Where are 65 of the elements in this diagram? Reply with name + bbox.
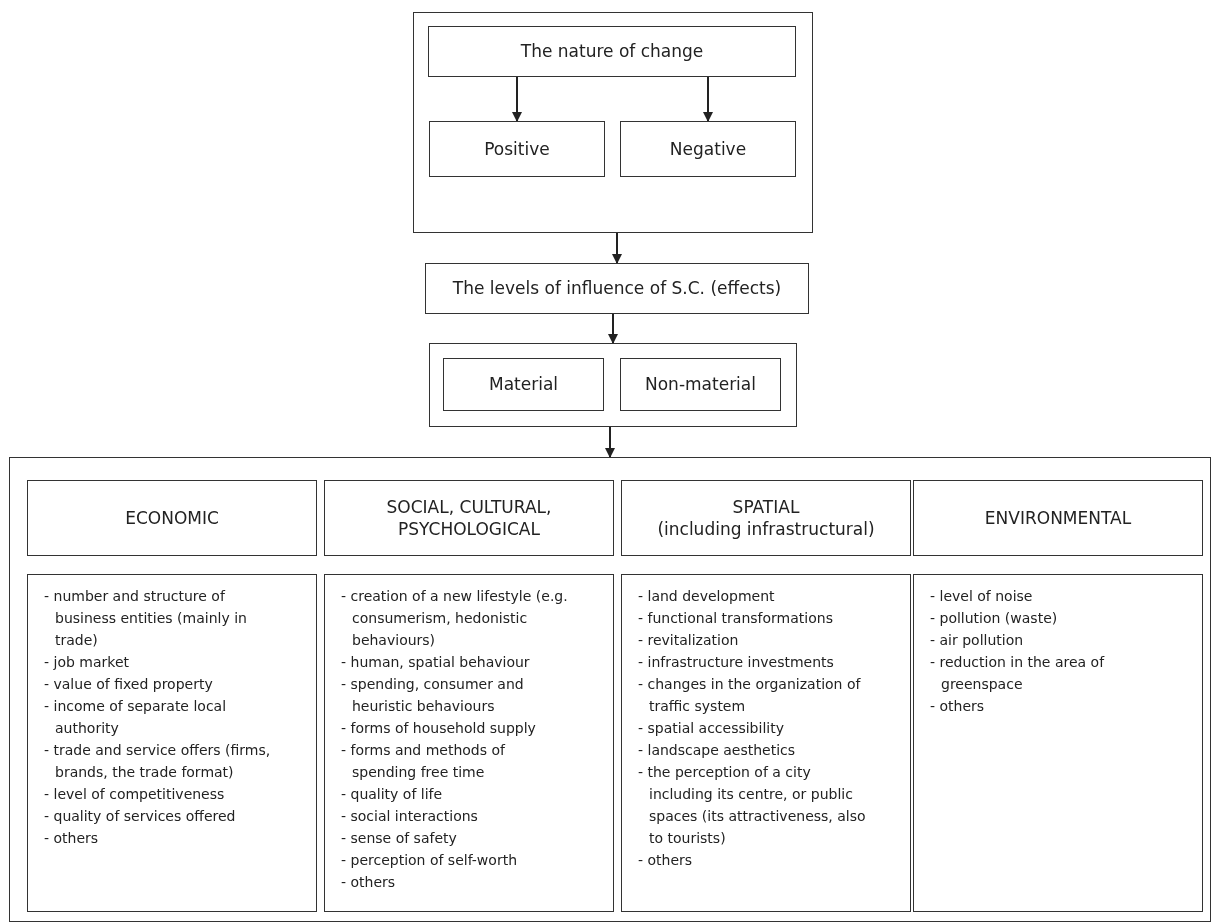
list-item: - spending, consumer and heuristic behaviours (341, 675, 525, 716)
box-label: Material (488, 373, 559, 396)
list-item: - land development (638, 587, 776, 606)
box-label: (including infrastructural) (657, 518, 875, 541)
arrow (512, 76, 522, 122)
category-box (621, 480, 911, 556)
list-item: - creation of a new lifestyle (e.g. consumerism, hedonistic behaviours) (341, 587, 569, 650)
arrow (605, 426, 615, 458)
list-item: - changes in the organization of traffic system (638, 675, 862, 716)
list-item: - revitalization (638, 631, 740, 650)
process-box (620, 121, 796, 177)
process-box (429, 121, 605, 177)
process-box (620, 358, 781, 411)
list-box (621, 574, 911, 912)
list-item: - landscape aesthetics (638, 741, 797, 760)
list-item: - spatial accessibility (638, 719, 785, 738)
process-box (428, 26, 796, 77)
category-box (27, 480, 317, 556)
box-label: ECONOMIC (125, 506, 219, 530)
list-item: - number and structure of business entities (mainly in trade) (44, 587, 248, 650)
process-box (443, 358, 604, 411)
list-item: - income of separate local authority (44, 697, 228, 738)
box-label: SOCIAL, CULTURAL, PSYCHOLOGICAL (385, 495, 553, 541)
box-label: Positive (484, 137, 550, 161)
group-frame (429, 343, 797, 427)
list-item: - quality of services offered (44, 807, 237, 826)
arrow (608, 313, 618, 344)
list-item: - level of noise (930, 587, 1034, 606)
list-box (913, 574, 1203, 912)
arrow (703, 76, 713, 122)
list-item: - job market (44, 653, 130, 672)
category-frame (9, 457, 1211, 922)
list-box (324, 574, 614, 912)
list-item: - pollution (waste) (930, 609, 1059, 628)
list-item: - forms and methods of spending free time (341, 741, 507, 782)
list-item: - quality of life (341, 785, 444, 804)
box-label: The nature of change (520, 40, 704, 63)
list-item: - level of competitiveness (44, 785, 226, 804)
list-item: - others (341, 873, 397, 892)
list-item: - infrastructure investments (638, 653, 835, 672)
list-item: - forms of household supply (341, 719, 537, 738)
list-item: - others (638, 851, 694, 870)
box-label: The levels of influence of S.C. (effects) (452, 277, 782, 300)
box-label: ENVIRONMENTAL (984, 506, 1132, 530)
arrow (612, 232, 622, 264)
list-item: - reduction in the area of greenspace (930, 653, 1106, 694)
list-box (27, 574, 317, 912)
list-item: - human, spatial behaviour (341, 653, 531, 672)
list-item: - others (44, 829, 100, 848)
list-item: - others (930, 697, 986, 716)
category-box (324, 480, 614, 556)
list-item: - trade and service offers (firms, brands, the trade format) (44, 741, 272, 782)
list-item: - the perception of a city including its centre, or public spaces (its attractiveness, also to tourists) (638, 763, 867, 848)
list-item: - air pollution (930, 631, 1025, 650)
list-item: - sense of safety (341, 829, 458, 848)
box-label: Non-material (645, 373, 756, 396)
list-item: - functional transformations (638, 609, 834, 628)
group-frame (413, 12, 813, 233)
process-box (425, 263, 809, 314)
box-label: Negative (669, 137, 747, 161)
category-box (913, 480, 1203, 556)
box-label: SPATIAL (732, 495, 800, 518)
list-item: - social interactions (341, 807, 479, 826)
list-item: - value of fixed property (44, 675, 214, 694)
list-item: - perception of self-worth (341, 851, 518, 870)
